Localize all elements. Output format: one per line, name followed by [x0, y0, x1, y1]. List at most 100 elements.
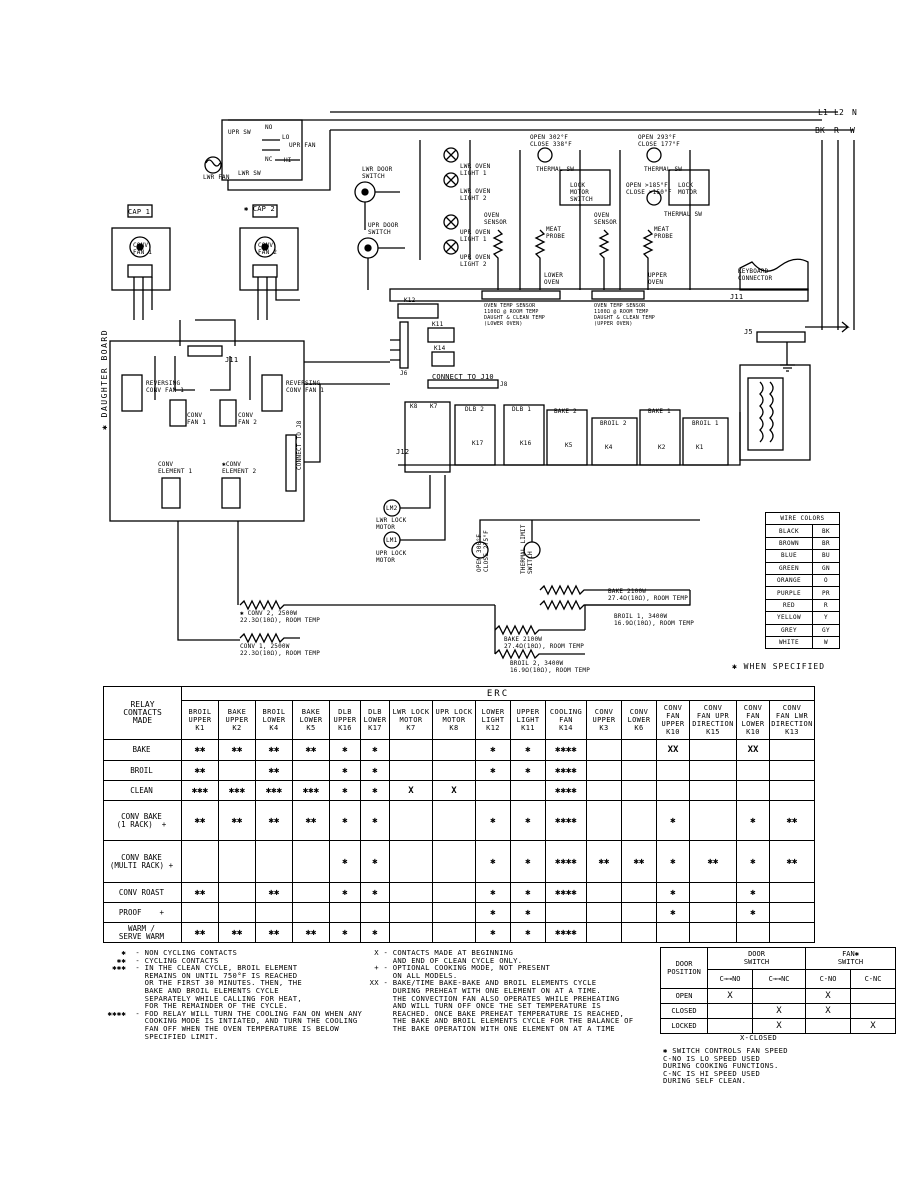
label-upr-sw: UPR SW: [228, 129, 251, 136]
wire-color-name: YELLOW: [765, 611, 813, 625]
label-lm2: LM2: [386, 505, 398, 512]
relay-contact-cell: [292, 760, 330, 781]
relay-contact-cell: ✱: [329, 760, 361, 781]
relay-contact-cell: [769, 739, 815, 761]
label-lock-motor-switch: LOCK MOTOR SWITCH: [570, 182, 593, 203]
label-upr-oven-light2: UPR OVEN LIGHT 2: [460, 254, 491, 268]
relay-contact-cell: [586, 902, 622, 923]
relay-contact-cell: ✱: [736, 882, 770, 903]
label-k8: K8: [410, 403, 418, 410]
label-upr-oven-light1: UPR OVEN LIGHT 1: [460, 229, 491, 243]
label-bake1: BAKE 1: [648, 408, 671, 415]
label-bake-upper-element: BAKE 2100W 27.4Ω(10Ω), ROOM TEMP: [608, 588, 689, 602]
relay-contact-cell: [689, 882, 737, 903]
label-daughter-board-text: DAUGHTER BOARD: [100, 328, 109, 418]
relay-contact-cell: ✱: [656, 800, 690, 841]
relay-column-header: CONV LOWER K6: [621, 700, 657, 740]
door-switch-cell: X: [752, 1018, 806, 1034]
relay-contact-cell: [181, 902, 219, 923]
relay-contact-cell: ✱: [360, 760, 390, 781]
relay-contact-cell: ✱: [656, 840, 690, 883]
when-specified-note: ✱ WHEN SPECIFIED: [732, 662, 826, 671]
relay-contact-cell: [181, 840, 219, 883]
label-hi: HI: [284, 157, 292, 164]
label-thermal-limit-left: OPEN 300°F CLOSE 275°F: [476, 530, 490, 572]
relay-contact-cell: [769, 922, 815, 943]
label-j11-right: J11: [730, 293, 744, 301]
label-j5: J5: [744, 328, 753, 336]
label-k11: K11: [432, 321, 444, 328]
line-label-l2: L2: [834, 108, 845, 117]
door-switch-cell: [850, 988, 896, 1004]
relay-contact-cell: ✱✱: [586, 840, 622, 883]
relay-contact-cell: ✱✱: [292, 922, 330, 943]
relay-contact-cell: [586, 760, 622, 781]
relay-contact-cell: ✱: [360, 882, 390, 903]
relay-contact-cell: [621, 922, 657, 943]
relay-column-header: LWR LOCK MOTOR K7: [389, 700, 433, 740]
relay-contact-cell: ✱: [329, 739, 361, 761]
label-upper-oven: UPPER OVEN: [648, 272, 668, 286]
relay-contact-cell: [389, 800, 433, 841]
label-lower-oven: LOWER OVEN: [544, 272, 564, 286]
relay-contact-cell: ✱: [656, 902, 690, 923]
wire-color-name: WHITE: [765, 635, 813, 650]
wire-color-name: GREY: [765, 623, 813, 637]
label-conv2-element-text: CONV 2, 2500W 22.3Ω(10Ω), ROOM TEMP: [240, 610, 321, 624]
door-sub-header: C-NC: [850, 968, 896, 990]
label-broil-upper-element: BROIL 1, 3400W 16.9Ω(10Ω), ROOM TEMP: [614, 613, 695, 627]
relay-contact-cell: [689, 760, 737, 781]
relay-contact-cell: ✱: [329, 922, 361, 943]
relay-contact-cell: ✱: [329, 800, 361, 841]
relay-contact-cell: ✱✱: [255, 800, 293, 841]
line-color-r: R: [834, 126, 840, 135]
relay-contact-cell: [586, 780, 622, 801]
relay-contact-cell: ✱✱✱: [292, 780, 330, 801]
label-k4: K4: [605, 444, 613, 451]
relay-contact-cell: ✱: [510, 760, 546, 781]
line-color-bk: BK: [815, 126, 826, 135]
label-thermal-sw-right: THERMAL SW: [644, 166, 683, 173]
relay-contact-cell: XX: [736, 739, 770, 761]
relay-contact-cell: [432, 760, 476, 781]
relay-contact-cell: ✱✱: [621, 840, 657, 883]
relay-contact-cell: ✱✱: [769, 840, 815, 883]
relay-contact-cell: [432, 902, 476, 923]
label-k7: K7: [430, 403, 438, 410]
relay-contact-cell: ✱✱: [292, 739, 330, 761]
wiring-diagram: [109, 111, 855, 660]
relay-contact-cell: ✱✱: [255, 739, 293, 761]
label-open-close-right: OPEN 293°F CLOSE 177°F: [638, 134, 680, 148]
relay-mode-row: CONV ROAST✱✱✱✱✱✱✱✱✱✱✱✱✱✱: [103, 882, 815, 903]
relay-contact-cell: ✱: [329, 840, 361, 883]
label-j12: J12: [396, 448, 410, 456]
label-cap1: CAP 1: [128, 208, 151, 216]
relay-contact-cell: ✱✱: [181, 739, 219, 761]
relay-column-header: BAKE LOWER K5: [292, 700, 330, 740]
relay-contact-cell: [621, 780, 657, 801]
relay-contact-cell: [218, 882, 256, 903]
label-sensor-note-upper: OVEN TEMP SENSOR 1100Ω @ ROOM TEMP DAUGH…: [594, 303, 655, 327]
relay-contact-cell: ✱✱✱: [218, 780, 256, 801]
wire-color-name: ORANGE: [765, 573, 813, 588]
relay-contact-cell: [621, 760, 657, 781]
wire-color-code: O: [812, 573, 840, 588]
fan-switch-header: FAN✱ SWITCH: [805, 947, 896, 970]
relay-contact-cell: ✱: [656, 882, 690, 903]
relay-contact-cell: [510, 780, 546, 801]
relay-contact-cell: [432, 800, 476, 841]
door-switch-cell: X: [805, 988, 851, 1004]
relay-contact-cell: ✱: [329, 882, 361, 903]
relay-contact-cell: [218, 840, 256, 883]
relay-contact-cell: [586, 882, 622, 903]
label-conv-fan1: CONV FAN 1: [133, 242, 153, 256]
label-bake-lower-element: BAKE 2100W 27.4Ω(10Ω), ROOM TEMP: [504, 636, 585, 650]
door-switch-cell: X: [805, 1003, 851, 1019]
